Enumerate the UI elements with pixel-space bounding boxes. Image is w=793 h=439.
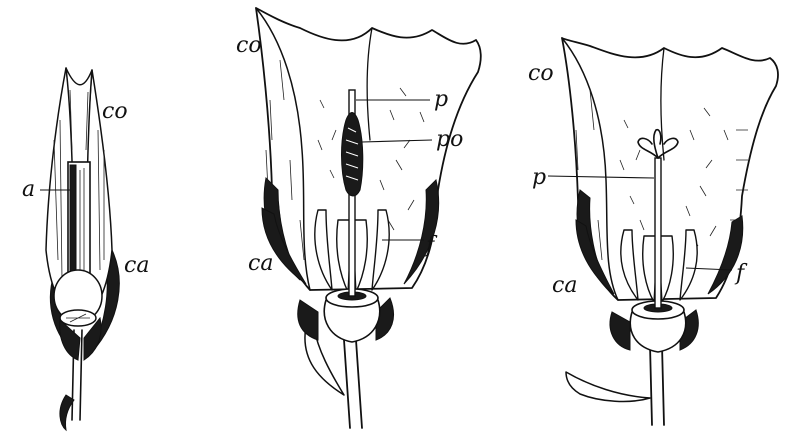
flower2-label-calyx: ca (248, 251, 273, 276)
flower3-label-corolla: co (528, 61, 554, 86)
flower2-label-pistil: p (434, 87, 448, 112)
flower3-label-pistil: p (532, 165, 546, 190)
bud-label-anther: a (22, 177, 35, 202)
flower3-stem (650, 345, 664, 425)
bud-label-corolla: co (102, 99, 128, 124)
bud-label-calyx: ca (124, 253, 149, 278)
flower2-label-pollen: po (436, 127, 463, 152)
flower2-label-corolla: co (236, 33, 262, 58)
flower2-label-filament: f (424, 233, 438, 258)
figure-flower-pollen: co p po f ca (236, 8, 481, 428)
flower3-pistil (655, 158, 661, 308)
flower2-stem (344, 340, 362, 428)
figure-bud: co a ca (22, 68, 149, 430)
flower3-label-filament: f (734, 261, 748, 286)
figure-flower-stigma: co p f ca (528, 38, 778, 425)
flower3-label-calyx: ca (552, 273, 577, 298)
flower3-leaf (566, 372, 650, 401)
